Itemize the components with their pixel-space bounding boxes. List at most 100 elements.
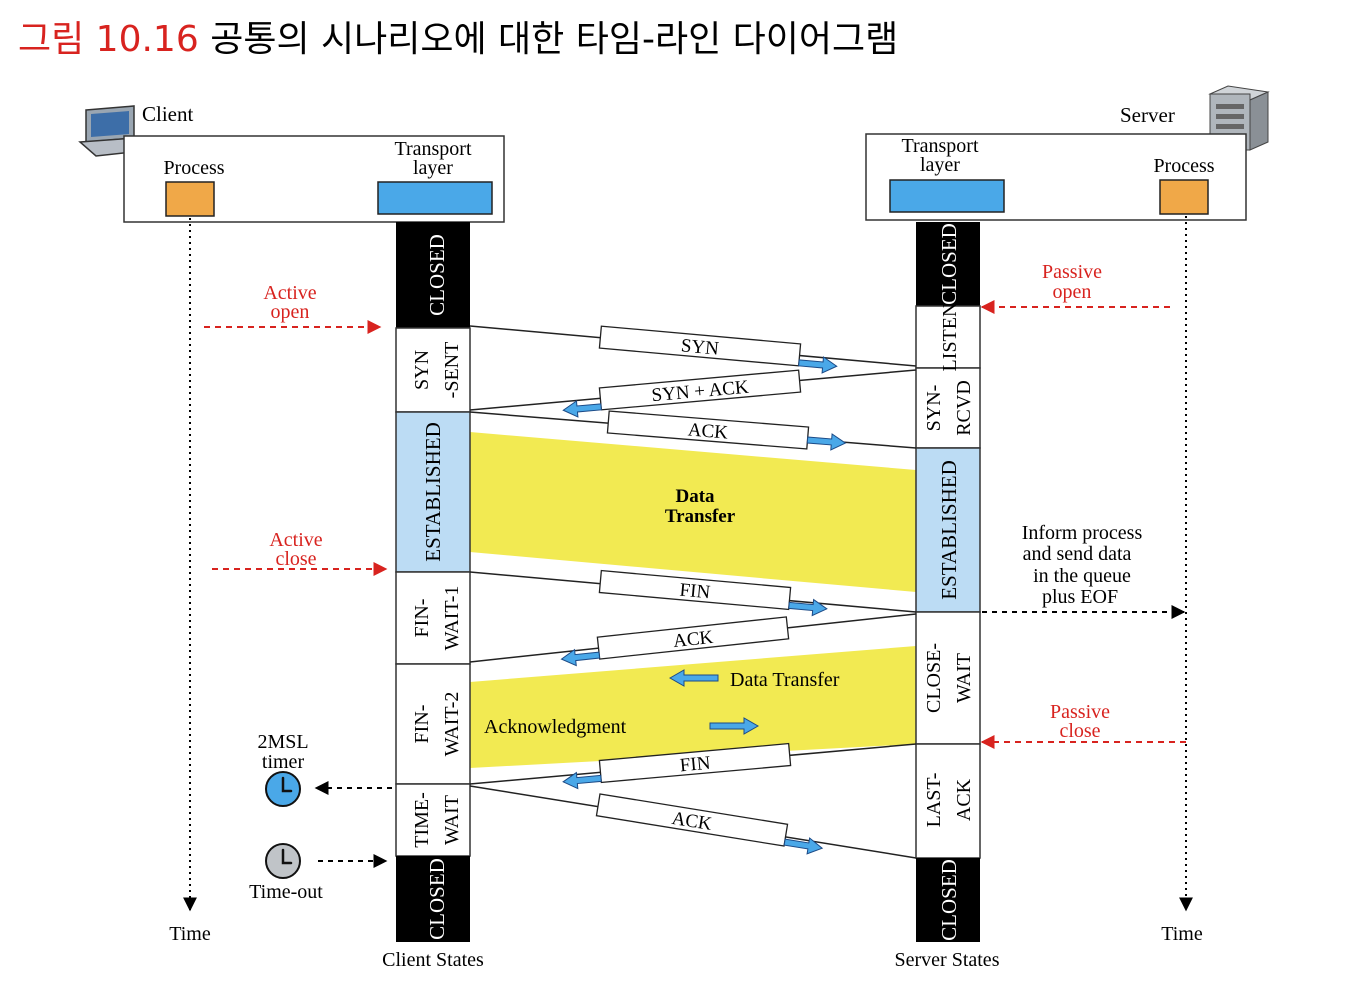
acknowledgment-right-arrow-icon: [709, 717, 760, 735]
client-state-fin-wait-1: [395, 571, 471, 665]
server-process-label: Process: [1153, 155, 1214, 177]
ack2-arrow-icon: [560, 648, 601, 667]
server-syn-rcvd-label-2: RCVD: [953, 380, 975, 436]
server-state-closed-top: [916, 222, 980, 306]
client-label: Client: [142, 102, 193, 126]
server-label: Server: [1120, 103, 1175, 127]
client-fin-wait-2-label: FIN-: [411, 705, 433, 744]
ack1-label: ACK: [687, 419, 729, 443]
syn-ack-arrow-icon: [562, 400, 602, 418]
passive-close-label: Passive: [1050, 701, 1110, 723]
client-fin-wait-2-label-2: WAIT-2: [441, 692, 463, 757]
syn-ack-label: SYN + ACK: [651, 377, 750, 407]
client-state-time-wait: [395, 783, 471, 857]
client-time-wait-label: TIME-: [411, 792, 433, 848]
server-closed-bottom-label: CLOSED: [937, 859, 961, 941]
client-fin-wait-1-label-2: WAIT-1: [441, 586, 463, 651]
server-transport-box: [889, 179, 1005, 213]
active-close-label: Active: [269, 529, 322, 551]
inform-label-2: and send data: [1023, 543, 1132, 565]
syn-segment: SYN: [598, 325, 838, 374]
server-close-wait-label-2: WAIT: [953, 653, 975, 703]
client-process-label: Process: [163, 157, 224, 179]
figure-label: 그림 10.16: [18, 19, 199, 60]
ack1-arrow-icon: [806, 433, 847, 451]
server-last-ack-label: LAST-: [923, 773, 945, 828]
server-listen-label: LISTEN: [939, 303, 961, 372]
syn-label: SYN: [680, 335, 720, 359]
server-state-established: [915, 447, 981, 613]
client-states-caption: Client States: [382, 949, 484, 971]
client-closed-bottom-label: CLOSED: [425, 858, 449, 940]
server-last-ack-label-2: ACK: [953, 778, 975, 821]
syn-ack-segment: SYN + ACK: [562, 369, 802, 418]
inform-label-3: in the queue: [1033, 565, 1131, 587]
client-state-closed-top: [396, 222, 470, 328]
ack3-segment: ACK: [595, 793, 824, 855]
client-transport-label: Transport: [394, 138, 471, 160]
data-transfer-label-2: Transfer: [665, 506, 736, 527]
fin2-arrow-icon: [562, 771, 602, 790]
client-process-box: [165, 181, 215, 217]
server-time-label: Time: [1161, 923, 1203, 945]
client-syn-sent-label: SYN: [411, 350, 433, 390]
msl-timer-label: 2MSL: [257, 731, 308, 753]
client-established-label: ESTABLISHED: [421, 422, 445, 561]
server-transport-label: Transport: [901, 135, 978, 157]
client-transport-box: [377, 181, 493, 215]
half-close-transfer-region: [470, 646, 916, 768]
ack3-arrow-icon: [783, 837, 824, 855]
server-transport-label-2: layer: [920, 154, 960, 176]
passive-open-label: Passive: [1042, 261, 1102, 283]
passive-close-label-2: close: [1059, 720, 1100, 742]
data-transfer-label: Data: [675, 486, 715, 507]
active-open-label: Active: [263, 282, 316, 304]
acknowledgment-label: Acknowledgment: [484, 716, 627, 738]
client-transport-label-2: layer: [413, 157, 453, 179]
inform-label-4: plus EOF: [1042, 586, 1118, 608]
ack1-segment: ACK: [606, 410, 847, 451]
server-state-last-ack: [915, 743, 981, 859]
server-state-column: [915, 222, 981, 942]
fin2-label: FIN: [679, 753, 712, 777]
client-closed-top-label: CLOSED: [425, 234, 449, 316]
client-syn-sent-label-2: -SENT: [441, 342, 463, 399]
inform-label: Inform process: [1022, 522, 1143, 544]
client-state-established: [395, 411, 471, 573]
timeout-clock-icon: [265, 843, 301, 879]
server-state-closed-bottom: [916, 858, 980, 942]
server-closed-top-label: CLOSED: [937, 223, 961, 305]
msl-timer-label-2: timer: [262, 751, 305, 773]
server-close-wait-label: CLOSE-: [923, 643, 945, 713]
ack2-segment: ACK: [560, 616, 790, 667]
timeout-label: Time-out: [249, 881, 323, 903]
client-state-closed-bottom: [396, 856, 470, 942]
server-syn-rcvd-label: SYN-: [923, 385, 945, 432]
fin1-segment: FIN: [598, 569, 828, 617]
data-transfer-left-arrow-icon: [668, 669, 719, 687]
client-time-label: Time: [169, 923, 211, 945]
server-state-syn-rcvd: [915, 367, 981, 449]
ack2-label: ACK: [672, 627, 714, 652]
fin1-label: FIN: [679, 580, 712, 604]
client-state-fin-wait-2: [395, 663, 471, 785]
server-process-box: [1159, 179, 1209, 215]
client-state-column: [395, 222, 471, 942]
figure-title: 그림 10.16 공통의 시나리오에 대한 타임-라인 다이어그램: [18, 12, 898, 68]
active-close-label-2: close: [275, 548, 316, 570]
server-established-label: ESTABLISHED: [937, 460, 961, 599]
server-state-close-wait: [915, 611, 981, 745]
fin2-segment: FIN: [562, 742, 792, 790]
active-open-label-2: open: [271, 301, 310, 323]
figure-title-text: 공통의 시나리오에 대한 타임-라인 다이어그램: [210, 19, 899, 60]
syn-arrow-icon: [798, 356, 838, 374]
data-transfer-region: [470, 432, 916, 592]
client-time-wait-label-2: WAIT: [441, 795, 463, 845]
server-states-caption: Server States: [895, 949, 1000, 971]
client-fin-wait-1-label: FIN-: [411, 599, 433, 638]
data-transfer-half-label: Data Transfer: [730, 669, 840, 691]
timer-clock-icon: [265, 771, 301, 807]
server-state-listen: [915, 305, 981, 369]
fin1-arrow-icon: [788, 598, 828, 617]
